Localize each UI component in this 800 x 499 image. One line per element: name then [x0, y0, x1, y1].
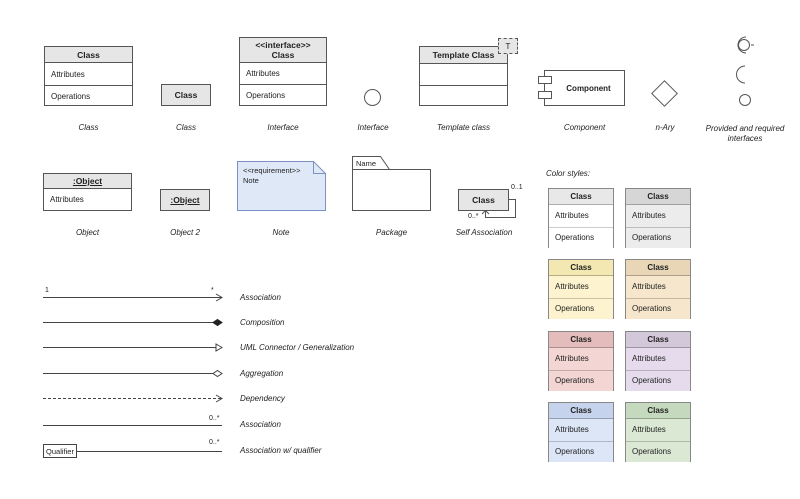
component-port-bottom	[538, 91, 552, 99]
provided-required-caption: Provided and required interfaces	[700, 124, 790, 144]
simple-class-shape[interactable]: Class	[161, 84, 211, 106]
class-shape[interactable]: Class Attributes Operations	[44, 46, 133, 106]
package-caption: Package	[375, 228, 408, 237]
connector-dependency-label: Dependency	[240, 394, 285, 403]
self-association-mult-bottom: 0..*	[468, 213, 479, 220]
association-left-multiplicity: 1	[45, 287, 49, 294]
class-attributes: Attributes	[51, 69, 85, 79]
template-attributes-compartment	[420, 64, 507, 85]
component-title: Component	[566, 83, 611, 93]
swatch-operations: Operations	[549, 226, 613, 248]
self-association-caption: Self Association	[455, 228, 513, 237]
connector-aggregation-label: Aggregation	[240, 369, 284, 378]
color-styles-heading: Color styles:	[546, 169, 591, 178]
simple-class-title: Class	[162, 85, 210, 105]
interface-header: <<interface>> Class	[240, 38, 326, 63]
swatch-title: Class	[626, 189, 690, 205]
swatch-attributes: Attributes	[626, 276, 690, 298]
object-shape[interactable]: :Object Attributes	[43, 173, 132, 211]
swatch-title: Class	[549, 403, 613, 419]
swatch-operations: Operations	[626, 440, 690, 462]
swatch-attributes: Attributes	[626, 205, 690, 227]
component-shape[interactable]: Component	[544, 70, 625, 106]
swatch-title: Class	[626, 260, 690, 276]
simple-class-caption: Class	[175, 123, 196, 132]
connector-qualified-association-label: Association w/ qualifier	[240, 446, 322, 455]
provided-required-caption-line1: Provided and required	[705, 124, 785, 133]
self-association-title: Class	[459, 190, 508, 210]
class-title: Class	[45, 47, 132, 63]
object2-shape[interactable]: :Object	[160, 189, 210, 211]
class-caption: Class	[78, 123, 99, 132]
interface-box-caption: Interface	[267, 123, 299, 132]
template-class-caption: Template class	[436, 123, 491, 132]
swatch-attributes: Attributes	[626, 419, 690, 441]
swatch-attributes: Attributes	[549, 419, 613, 441]
provided-required-caption-line2: interfaces	[727, 134, 763, 143]
class-operations: Operations	[45, 85, 132, 106]
swatch-title: Class	[626, 403, 690, 419]
swatch-attributes: Attributes	[549, 276, 613, 298]
note-text: Note	[243, 176, 259, 185]
template-parameter-box: T	[498, 38, 518, 54]
interface-operations: Operations	[240, 84, 326, 105]
nary-diamond-shape[interactable]	[651, 80, 678, 107]
template-class-title: Template Class	[420, 47, 507, 64]
note-stereotype: <<requirement>>	[243, 166, 301, 175]
interface-circle-shape[interactable]	[364, 89, 381, 106]
qualified-association-multiplicity: 0..*	[209, 439, 220, 446]
swatch-operations: Operations	[549, 297, 613, 319]
note-shape[interactable]: <<requirement>> Note	[243, 166, 313, 186]
connector-association-label: Association	[240, 293, 281, 302]
object-attributes: Attributes	[50, 195, 84, 204]
swatch-attributes: Attributes	[626, 348, 690, 370]
object2-caption: Object 2	[170, 228, 200, 237]
connector-association2-label: Association	[240, 420, 281, 429]
swatch-title: Class	[549, 332, 613, 348]
swatch-operations: Operations	[626, 226, 690, 248]
object-title: :Object	[44, 174, 131, 189]
swatch-operations: Operations	[626, 297, 690, 319]
interface-circle-caption: Interface	[357, 123, 389, 132]
object-caption: Object	[75, 228, 100, 237]
object2-title: :Object	[161, 190, 209, 210]
interface-box-shape[interactable]: <<interface>> Class Attributes Operation…	[239, 37, 327, 106]
swatch-title: Class	[549, 260, 613, 276]
swatch-title: Class	[549, 189, 613, 205]
qualifier-box[interactable]: Qualifier	[43, 444, 77, 458]
template-class-shape[interactable]: Template Class	[419, 46, 508, 106]
qualifier-text: Qualifier	[46, 446, 74, 456]
component-caption: Component	[563, 123, 606, 132]
swatch-operations: Operations	[549, 369, 613, 391]
swatch-operations: Operations	[626, 369, 690, 391]
note-caption: Note	[272, 228, 290, 237]
connector-generalization-label: UML Connector / Generalization	[240, 343, 355, 352]
template-parameter: T	[505, 41, 511, 51]
association2-right-multiplicity: 0..*	[209, 415, 220, 422]
self-association-mult-top: 0..1	[511, 184, 523, 191]
interface-attributes: Attributes	[246, 69, 280, 78]
nary-caption: n-Ary	[655, 123, 675, 132]
swatch-operations: Operations	[549, 440, 613, 462]
template-operations-compartment	[420, 85, 507, 106]
swatch-attributes: Attributes	[549, 205, 613, 227]
self-association-class[interactable]: Class	[458, 189, 509, 211]
swatch-attributes: Attributes	[549, 348, 613, 370]
association-right-multiplicity: *	[211, 287, 214, 294]
component-port-top	[538, 76, 552, 84]
package-name: Name	[356, 159, 377, 168]
interface-title: Class	[271, 50, 295, 60]
connector-composition-label: Composition	[240, 318, 285, 327]
swatch-title: Class	[626, 332, 690, 348]
interface-stereotype: <<interface>>	[255, 40, 311, 50]
package-shape[interactable]	[352, 170, 431, 211]
